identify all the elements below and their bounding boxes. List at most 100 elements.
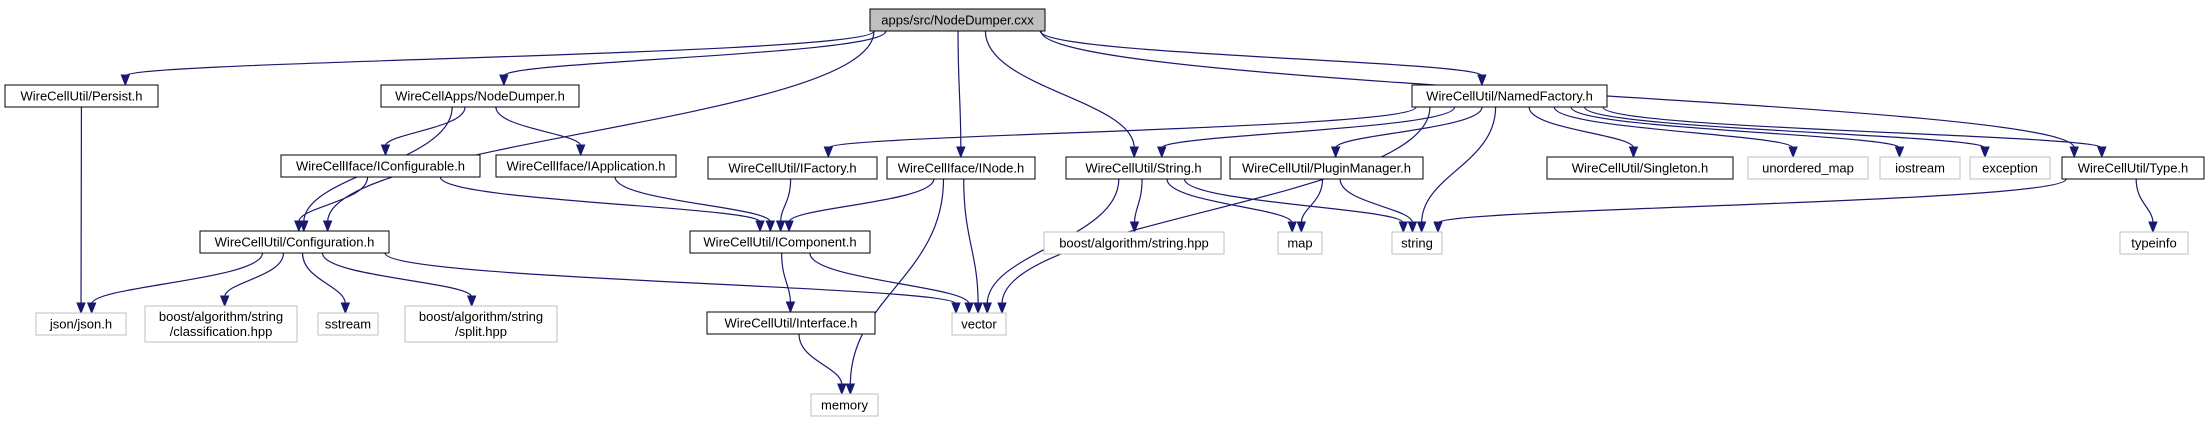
node-string-h[interactable]: WireCellUtil/String.h — [1065, 156, 1222, 180]
arrowhead — [837, 383, 847, 396]
node-box — [1546, 156, 1734, 180]
arrowhead — [120, 74, 131, 87]
node-ifactory[interactable]: WireCellUtil/IFactory.h — [707, 156, 878, 180]
node-box — [706, 311, 876, 335]
node-box — [1065, 156, 1222, 180]
arrowhead — [775, 220, 786, 233]
node-box — [404, 305, 558, 343]
node-box — [4, 84, 159, 108]
node-box — [869, 8, 1046, 32]
node-box — [810, 393, 879, 417]
node-label: unordered_map — [1762, 161, 1854, 176]
node-label: WireCellUtil/Configuration.h — [215, 235, 375, 250]
node-root[interactable]: apps/src/NodeDumper.cxx — [869, 8, 1046, 32]
node-split: boost/algorithm/string/split.hpp — [404, 305, 558, 343]
arrowhead — [1129, 146, 1139, 159]
arrowhead — [1157, 146, 1167, 159]
node-inode[interactable]: WireCellIface/INode.h — [886, 156, 1036, 180]
node-iconfigurable[interactable]: WireCellIface/IConfigurable.h — [280, 154, 481, 178]
node-label: WireCellIface/INode.h — [898, 161, 1024, 176]
arrowhead — [964, 302, 974, 315]
edge-inode-to-memory — [849, 178, 945, 386]
arrowhead — [86, 302, 97, 315]
node-icomponent[interactable]: WireCellUtil/IComponent.h — [689, 230, 871, 254]
edge-iconfigurable-to-configuration — [298, 176, 369, 223]
edge-string-h-to-string — [1183, 178, 1404, 224]
edge-namedfactory-to-pluginmanager — [1335, 106, 1483, 149]
edge-icomponent-to-vector — [809, 252, 970, 305]
arrowhead — [1330, 146, 1341, 159]
node-label: WireCellUtil/Interface.h — [725, 316, 858, 331]
arrowhead — [755, 220, 765, 233]
edge-root-to-string-h — [984, 30, 1135, 149]
node-interface[interactable]: WireCellUtil/Interface.h — [706, 311, 876, 335]
arrowhead — [1407, 221, 1418, 234]
edge-namedfactory-to-exception — [1583, 106, 1986, 149]
arrowhead — [499, 74, 509, 87]
node-persist[interactable]: WireCellUtil/Persist.h — [4, 84, 159, 108]
arrowhead — [2097, 146, 2107, 159]
arrowhead — [1433, 221, 1443, 234]
arrowhead — [973, 302, 983, 315]
node-label: string — [1401, 236, 1433, 251]
node-pluginmanager[interactable]: WireCellUtil/PluginManager.h — [1229, 156, 1424, 180]
node-label: memory — [821, 398, 868, 413]
node-label: WireCellUtil/Persist.h — [20, 89, 142, 104]
edge-type-h-to-string — [1437, 178, 2067, 224]
arrowhead — [1398, 221, 1409, 234]
node-box — [144, 305, 298, 343]
arrowhead — [2069, 146, 2079, 159]
arrowhead — [575, 144, 586, 157]
node-label: WireCellUtil/Type.h — [2078, 161, 2189, 176]
node-label: WireCellUtil/Singleton.h — [1572, 161, 1709, 176]
node-label: typeinfo — [2131, 236, 2177, 251]
node-box — [2061, 156, 2205, 180]
edge-string-h-to-map — [1166, 178, 1293, 224]
nodes-layer: apps/src/NodeDumper.cxxWireCellUtil/Pers… — [4, 8, 2205, 417]
node-nodedumper-h[interactable]: WireCellApps/NodeDumper.h — [380, 84, 580, 108]
edge-pluginmanager-to-map — [1300, 178, 1324, 224]
edge-iconfigurable-to-icomponent — [439, 176, 761, 223]
node-boost-string: boost/algorithm/string.hpp — [1043, 231, 1225, 255]
arrowhead — [845, 383, 856, 396]
node-box — [1879, 156, 1961, 180]
node-box — [886, 156, 1036, 180]
edge-namedfactory-to-string-h — [1161, 106, 1456, 149]
node-singleton[interactable]: WireCellUtil/Singleton.h — [1546, 156, 1734, 180]
node-box — [317, 312, 379, 336]
node-type-h[interactable]: WireCellUtil/Type.h — [2061, 156, 2205, 180]
node-configuration[interactable]: WireCellUtil/Configuration.h — [199, 230, 390, 254]
edge-root-to-persist — [124, 30, 875, 77]
arrowhead — [2148, 221, 2158, 234]
arrowhead — [380, 144, 391, 157]
node-box — [707, 156, 878, 180]
arrowhead — [982, 302, 992, 315]
arrowhead — [1477, 74, 1487, 87]
edge-iapplication-to-icomponent — [614, 176, 771, 223]
edge-pluginmanager-to-string — [1339, 178, 1414, 224]
arrowhead — [219, 295, 230, 308]
node-box — [280, 154, 481, 178]
arrowhead — [1287, 221, 1297, 234]
node-namedfactory[interactable]: WireCellUtil/NamedFactory.h — [1411, 84, 1608, 108]
node-label: WireCellIface/IConfigurable.h — [296, 159, 465, 174]
node-iapplication[interactable]: WireCellIface/IApplication.h — [495, 154, 677, 178]
node-label: boost/algorithm/string.hpp — [1059, 236, 1209, 251]
node-box — [1747, 156, 1869, 180]
node-classification: boost/algorithm/string/classification.hp… — [144, 305, 298, 343]
arrowhead — [765, 220, 776, 233]
node-box — [2119, 231, 2189, 255]
edge-configuration-to-json — [91, 252, 264, 305]
node-label: boost/algorithm/string — [419, 309, 543, 324]
edge-configuration-to-classification — [224, 252, 285, 298]
edge-string-h-to-boost-string — [1133, 178, 1143, 224]
edge-namedfactory-to-ifactory — [827, 106, 1417, 149]
node-label: vector — [961, 317, 997, 332]
node-box — [1391, 231, 1443, 255]
edge-namedfactory-to-unordered-map — [1553, 106, 1794, 149]
arrowhead — [785, 301, 796, 314]
edge-namedfactory-to-iostream — [1570, 106, 1901, 149]
node-box — [380, 84, 580, 108]
node-label: /classification.hpp — [170, 324, 273, 339]
